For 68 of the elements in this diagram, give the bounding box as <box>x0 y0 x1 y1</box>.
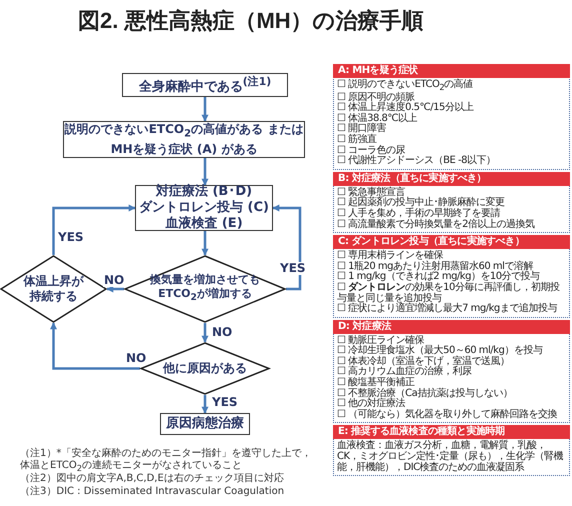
decision-text: 体温上昇が持続する <box>22 274 84 304</box>
panel-header: B: 対症療法（直ちに実施すべき） <box>333 172 570 186</box>
box-text: ダントロレン投与 (C) <box>139 200 269 216</box>
decision-text: 換気量を増加させてもETCO$_{2}$が増加する <box>149 272 261 306</box>
footnote: （注3）DIC : Disseminated Intravascular Coagulation <box>20 486 286 498</box>
checklist-item: ☐ 冷却生理食塩水（最大50～60 ml/kg）を投与 <box>336 346 544 356</box>
checklist-item: ☐ 体温上昇速度0.5℃/15分以上 <box>336 103 474 114</box>
arrow <box>52 204 136 255</box>
process-box <box>122 73 288 97</box>
checklist-item: ☐ 不整脈治療（Ca拮抗薬は投与しない） <box>336 388 514 399</box>
arrow <box>50 322 140 370</box>
checklist-item: ☐ 症状により適宜増減し最大7 mg/kgまで追加投与 <box>336 304 558 316</box>
checklist-item: ☐ ダントロレンの効果を10分毎に再評価し，初期投与量と同じ量を追加投与 <box>336 282 560 304</box>
checklist-item: ☐ 高流量酸素で分時換気量を2倍以上の過換気 <box>336 220 536 232</box>
box-text: 全身麻酔中である$^{(注1)}$ <box>138 74 272 96</box>
checklist-item: ☐ 体表冷却（室温を下げ，室温で送風） <box>336 356 511 367</box>
checklist-panel <box>333 64 570 170</box>
arrow <box>106 286 124 292</box>
arrow <box>202 323 208 343</box>
footnote: （注1）*「安全な麻酔のためのモニター指針」を遵守した上で，体温とETCO$_{2}$の連続モニターがなされていること <box>20 448 312 473</box>
process-box <box>135 185 273 231</box>
checklist-item: ☐ 高カリウム血症の治療，利尿 <box>336 367 473 378</box>
panel-header: D: 対症療法 <box>333 320 570 334</box>
checklist-item: ☐ 筋強直 <box>336 134 378 145</box>
checklist-item: ☐ （可能なら）気化器を取り外して麻酔回路を交換 <box>336 410 558 422</box>
checklist-item: ☐ コーラ色の尿 <box>336 146 406 156</box>
checklist-item: ☐ 専用末梢ラインを確保 <box>336 249 444 262</box>
footnote: （注2）図中の肩文字A,B,C,D,Eは右のチェック項目に対応 <box>20 473 285 485</box>
box-text: 説明のできないETCO$_{2}$の高値がある またはMHを疑う症状 (A) がある <box>64 122 304 157</box>
panel-header: C: ダントロレン投与（直ちに実施すべき） <box>333 235 570 250</box>
checklist-item: ☐ 起因薬剤の投与中止･静脈麻酔に変更 <box>336 198 506 208</box>
edge-label: NO <box>211 326 234 339</box>
box-text: 原因病態治療 <box>166 416 244 432</box>
checklist-item: ☐ 説明のできないETCO$_{2}$の高値 <box>336 78 474 92</box>
checklist-item: ☐ 原因不明の頻脈 <box>336 92 415 103</box>
arrow <box>202 231 208 256</box>
checklist-item: ☐ 緊急事態宣言 <box>336 186 406 198</box>
panel-header: A: MHを疑う症状 <box>333 64 570 78</box>
decision-text: 他に原因がある <box>163 361 247 376</box>
checklist-item: ☐ 代謝性アシドーシス（BE -8以下） <box>336 156 496 168</box>
arrow <box>202 395 208 414</box>
checklist-item: ☐ 動脈圧ライン確保 <box>336 334 424 346</box>
checklist-item: ☐ 1瓶20 mgあたり注射用蒸留水60 mlで溶解 <box>336 262 534 272</box>
process-box <box>160 413 250 435</box>
checklist-item: 血液検査：血液ガス分析，血糖，電解質，乳酸，CK，ミオグロビン定性･定量（尿も），生化学（腎機能，肝機能），DIC検査のための血液凝固系 <box>336 439 564 475</box>
checklist-item: ☐ 体温38.8℃以上 <box>336 114 418 124</box>
checklist-panel <box>333 172 570 234</box>
checklist-item: ☐ 人手を集め，手術の早期終了を要請 <box>336 208 502 219</box>
edge-label: YES <box>211 396 239 409</box>
checklist-panel <box>333 235 570 318</box>
arrow <box>202 158 208 186</box>
checklist-item: ☐ 酸塩基平衡補正 <box>336 378 416 388</box>
arrow <box>202 97 208 122</box>
checklist-panel <box>333 320 570 424</box>
checklist-panel <box>333 425 570 476</box>
edge-label: YES <box>279 262 307 275</box>
diagram-title: 図2. 悪性高熱症（MH）の治療手順 <box>78 7 424 35</box>
box-text: 血液検査 (E) <box>165 216 243 232</box>
box-text: 対症療法 (B･D) <box>156 184 252 200</box>
decision-diamond <box>0 255 107 323</box>
checklist-item: ☐ 他の対症療法 <box>336 399 406 410</box>
checklist-item: ☐ 1 mg/kg（できれば2 mg/kg）を10分で投与 <box>336 272 540 282</box>
edge-label: YES <box>57 231 85 244</box>
panel-header: E: 推奨する血液検査の種類と実施時期 <box>333 425 570 440</box>
arrow <box>272 204 302 290</box>
edge-label: NO <box>103 274 126 287</box>
checklist-item: ☐ 開口障害 <box>336 124 388 134</box>
edge-label: NO <box>125 352 148 365</box>
